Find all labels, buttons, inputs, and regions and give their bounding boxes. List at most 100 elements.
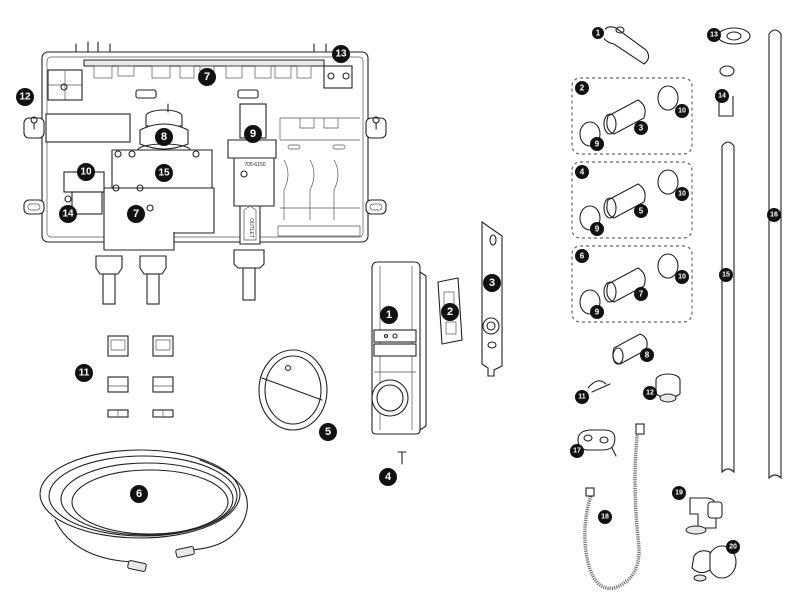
svg-text:14: 14 — [62, 209, 74, 220]
svg-text:20: 20 — [729, 544, 737, 551]
callout-k12: 12 — [643, 386, 657, 400]
escutcheon-ring — [717, 27, 751, 45]
callout-u8: 8 — [155, 128, 173, 146]
svg-text:13: 13 — [335, 49, 347, 60]
svg-text:4: 4 — [385, 471, 392, 483]
callout-u15: 15 — [155, 164, 173, 182]
svg-text:11: 11 — [578, 394, 586, 401]
callout-k7: 7 — [634, 287, 648, 301]
callout-k8: 8 — [640, 348, 654, 362]
callout-k10c: 10 — [675, 270, 689, 284]
clip — [587, 380, 611, 393]
callout-k9b: 9 — [590, 222, 604, 236]
mounting-ear — [23, 116, 387, 215]
svg-text:17: 17 — [573, 448, 581, 455]
callout-u13: 13 — [332, 45, 350, 63]
svg-text:9: 9 — [595, 140, 600, 149]
svg-text:10: 10 — [678, 191, 686, 198]
svg-text:5: 5 — [325, 426, 331, 438]
callout-k19: 19 — [672, 486, 686, 500]
slider-assembly — [601, 26, 650, 65]
callout-u12: 12 — [16, 88, 34, 106]
slider-kit-group — [571, 77, 693, 323]
svg-text:7: 7 — [639, 290, 644, 299]
svg-text:15: 15 — [722, 272, 730, 279]
svg-text:9: 9 — [595, 225, 600, 234]
svg-text:1: 1 — [596, 29, 601, 38]
svg-text:8: 8 — [645, 351, 650, 360]
callout-k10a: 10 — [675, 104, 689, 118]
svg-text:18: 18 — [601, 514, 609, 521]
screw — [397, 451, 407, 465]
callout-u10: 10 — [77, 163, 95, 181]
svg-text:14: 14 — [718, 93, 726, 100]
callout-u3: 3 — [483, 274, 501, 292]
callout-k14: 14 — [715, 89, 729, 103]
callout-k20: 20 — [726, 540, 740, 554]
callout-k13: 13 — [707, 28, 721, 42]
svg-text:10: 10 — [80, 167, 92, 178]
callout-k18: 18 — [598, 510, 612, 524]
callout-k9a: 9 — [590, 137, 604, 151]
svg-text:1: 1 — [386, 309, 392, 321]
callout-u11: 11 — [75, 364, 93, 382]
wireless-remote — [258, 349, 328, 431]
callout-u2: 2 — [441, 303, 459, 321]
riser-rail-long — [768, 29, 782, 480]
mounting-bracket — [481, 220, 503, 377]
svg-text:12: 12 — [19, 92, 31, 103]
callout-k5: 5 — [634, 204, 648, 218]
wall-outlet — [691, 545, 737, 582]
svg-text:19: 19 — [675, 490, 683, 497]
callout-k16: 16 — [767, 208, 781, 222]
callout-k10b: 10 — [675, 187, 689, 201]
outlet-pipe: OUTLET — [233, 205, 265, 301]
callout-u5: 5 — [319, 423, 337, 441]
inlet-pipes — [95, 255, 167, 305]
callout-k9c: 9 — [590, 305, 604, 319]
shower-controller — [371, 261, 427, 435]
svg-text:6: 6 — [580, 252, 585, 261]
elbow-connector — [685, 497, 723, 535]
svg-text:12: 12 — [646, 390, 654, 397]
shower-hose — [583, 423, 645, 591]
svg-text:9: 9 — [250, 128, 256, 140]
svg-text:3: 3 — [489, 277, 495, 289]
callout-u7b: 7 — [127, 205, 145, 223]
callout-k1: 1 — [590, 25, 606, 41]
callout-u14: 14 — [59, 205, 77, 223]
unit-callouts: 13 7 12 8 9 10 15 14 7 11 1 2 3 5 4 6 — [16, 45, 501, 503]
callout-u4: 4 — [379, 468, 397, 486]
svg-text:4: 4 — [580, 168, 585, 177]
riser-rail-short — [721, 141, 735, 474]
svg-text:9: 9 — [595, 308, 600, 317]
svg-text:3: 3 — [639, 124, 644, 133]
kit-callouts: 1 13 14 2 10 3 9 4 10 5 9 6 10 7 9 8 11 … — [570, 25, 781, 554]
callout-k2: 2 — [575, 81, 589, 95]
svg-text:10: 10 — [678, 108, 686, 115]
callout-k15: 15 — [719, 268, 733, 282]
svg-text:7: 7 — [133, 208, 139, 220]
callout-k4: 4 — [575, 165, 589, 179]
svg-text:705-6150: 705-6150 — [244, 162, 265, 168]
connector-set — [107, 335, 174, 418]
svg-text:15: 15 — [158, 168, 170, 179]
svg-text:5: 5 — [639, 207, 644, 216]
slider-parts — [579, 85, 679, 315]
svg-text:16: 16 — [770, 212, 778, 219]
callout-u6: 6 — [130, 485, 148, 503]
svg-text:10: 10 — [678, 274, 686, 281]
hose-guide — [577, 429, 617, 457]
svg-text:6: 6 — [136, 488, 142, 500]
callout-u9: 9 — [244, 125, 262, 143]
callout-k11: 11 — [575, 390, 589, 404]
callout-u1: 1 — [380, 306, 398, 324]
main-unit: 705-6150 OUTLET — [23, 41, 387, 305]
callout-k3: 3 — [634, 121, 648, 135]
callout-k17: 17 — [570, 444, 584, 458]
end-cap — [719, 65, 735, 77]
svg-text:13: 13 — [710, 32, 718, 39]
svg-text:2: 2 — [580, 84, 585, 93]
outlet-fitting — [655, 373, 681, 403]
